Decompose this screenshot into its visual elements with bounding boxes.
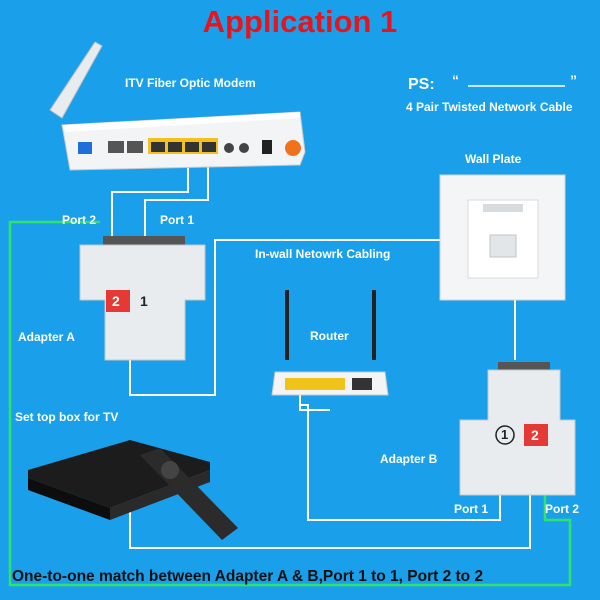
label-adapter-b-port1: Port 1 (454, 502, 489, 516)
cable-router-short (299, 395, 330, 411)
label-wall-plate: Wall Plate (465, 152, 522, 166)
adapter-b-number-1: 1 (501, 427, 509, 442)
adapter-a-number-1: 1 (140, 293, 148, 309)
label-set-top-box: Set top box for TV (15, 410, 119, 424)
label-adapter-a-port2: Port 2 (62, 213, 97, 227)
set-top-box-device (28, 440, 238, 540)
label-adapter-a-port1: Port 1 (160, 213, 195, 227)
modem-lan-ports (148, 138, 218, 154)
adapter-a-badge-2 (106, 290, 130, 312)
modem-power-button (285, 140, 301, 156)
label-adapter-b-port2: Port 2 (545, 502, 580, 516)
cable-modem-adapter-a-port2 (111, 150, 189, 240)
wall-plate-device (439, 174, 566, 301)
ps-label: PS: (408, 76, 435, 93)
label-adapter-a: Adapter A (18, 330, 75, 344)
adapter-b-number-2: 2 (531, 427, 539, 443)
modem-device (49, 41, 306, 171)
cable-adapter-b-port1 (300, 404, 501, 521)
ps-description: 4 Pair Twisted Network Cable (406, 100, 573, 114)
white-cables (111, 150, 531, 549)
adapter-a-device (79, 236, 206, 361)
cable-inwall (129, 239, 440, 396)
router-device (271, 290, 389, 396)
modem-phone-port-1 (108, 141, 124, 153)
green-cable-port2 (8, 220, 572, 587)
modem-antenna (49, 41, 103, 119)
adapter-a-number-2: 2 (112, 293, 120, 309)
cable-modem-adapter-a-port1 (144, 150, 209, 240)
ps-quote-close: ” (570, 72, 577, 88)
label-router: Router (310, 329, 349, 343)
page-title: Application 1 (202, 4, 398, 39)
modem-fiber-port (78, 142, 92, 154)
footer-caption: One-to-one match between Adapter A & B,P… (12, 568, 484, 585)
label-modem: ITV Fiber Optic Modem (125, 76, 256, 90)
adapter-b-device (459, 362, 576, 496)
ps-quote-open: “ (452, 72, 459, 88)
modem-phone-port-2 (127, 141, 143, 153)
label-in-wall-cabling: In-wall Netowrk Cabling (255, 247, 391, 261)
label-adapter-b: Adapter B (380, 452, 438, 466)
adapter-b-badge-2 (524, 424, 548, 446)
cable-stb-adapter-b (129, 495, 531, 549)
